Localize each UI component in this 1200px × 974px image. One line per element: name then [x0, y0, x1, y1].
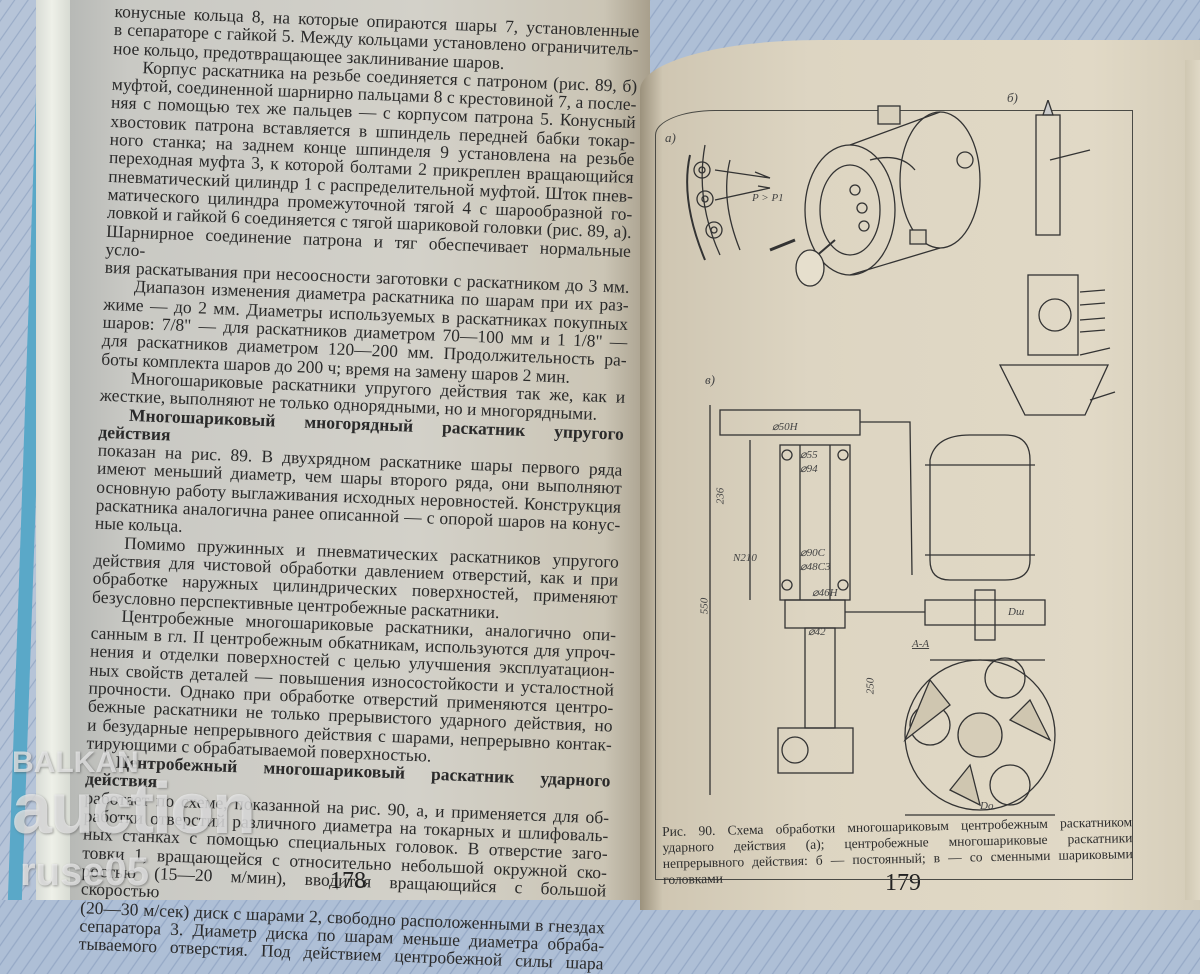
- section-label: А-А: [912, 638, 930, 650]
- figure-caption: Рис. 90. Схема обработки многошариковым …: [662, 814, 1133, 888]
- dim-55: ⌀55: [800, 449, 818, 461]
- dim-dsh: Dш: [1008, 606, 1025, 618]
- dim-250: 250: [864, 677, 877, 695]
- dim-50: ⌀50Н: [772, 421, 798, 433]
- dim-42: ⌀42: [808, 626, 826, 638]
- dim-46: ⌀46Н: [812, 587, 838, 599]
- watermark-line2: auction: [12, 769, 256, 849]
- force-label-ratio: P > P1: [752, 192, 784, 204]
- right-page: [640, 40, 1200, 910]
- figure-90-drawing: [686, 100, 1116, 816]
- figure-caption-text: Рис. 90. Схема обработки многошариковым …: [662, 814, 1133, 887]
- left-page: [70, 0, 650, 900]
- dim-48: ⌀48С3: [800, 561, 831, 573]
- panel-label-v: в): [705, 372, 715, 387]
- page-number-right: 179: [885, 870, 921, 896]
- watermark-line1: BALKAN: [12, 746, 139, 779]
- dim-236: 236: [714, 487, 727, 505]
- dim-550: 550: [698, 597, 711, 615]
- panel-label-a: а): [665, 130, 676, 145]
- dim-do: Dо: [980, 800, 994, 812]
- watermark-line3: ruse05: [20, 850, 149, 894]
- bearing-label: N210: [733, 552, 757, 564]
- panel-label-b: б): [1007, 90, 1018, 105]
- page-number-left: 178: [330, 868, 366, 894]
- dim-90: ⌀90С: [800, 547, 825, 559]
- right-page-edge: [1185, 60, 1200, 900]
- dim-94: ⌀94: [800, 463, 818, 475]
- page-stack-left: [36, 0, 76, 900]
